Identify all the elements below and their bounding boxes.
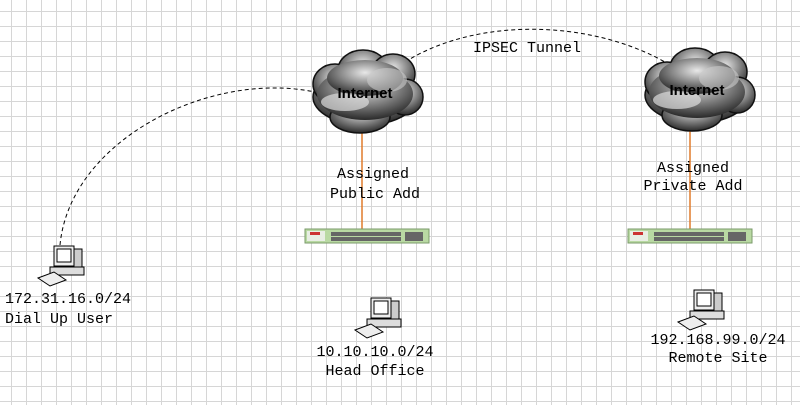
subnet-label: 172.31.16.0/24: [5, 291, 131, 308]
subnet-label: 10.10.10.0/24: [316, 344, 433, 361]
tunnel-label: IPSEC Tunnel: [473, 40, 581, 57]
site-name-label: Remote Site: [668, 350, 767, 367]
assigned-label: Private Add: [643, 178, 742, 195]
assigned-label: Assigned: [657, 160, 729, 177]
computer-icon: [37, 245, 85, 287]
cloud-label: Internet: [669, 82, 724, 99]
computer-icon: [677, 289, 725, 331]
cloud-label: Internet: [337, 85, 392, 102]
ipsec-tunnel-link: [404, 28, 676, 69]
computer-icon: [354, 297, 402, 339]
assigned-label: Assigned: [337, 166, 409, 183]
firewall-switch-icon: [304, 228, 430, 244]
site-name-label: Dial Up User: [5, 311, 113, 328]
subnet-label: 192.168.99.0/24: [650, 332, 785, 349]
assigned-label: Public Add: [330, 186, 420, 203]
dialup-vpn-link: [59, 87, 316, 246]
firewall-switch-icon: [627, 228, 753, 244]
site-name-label: Head Office: [325, 363, 424, 380]
